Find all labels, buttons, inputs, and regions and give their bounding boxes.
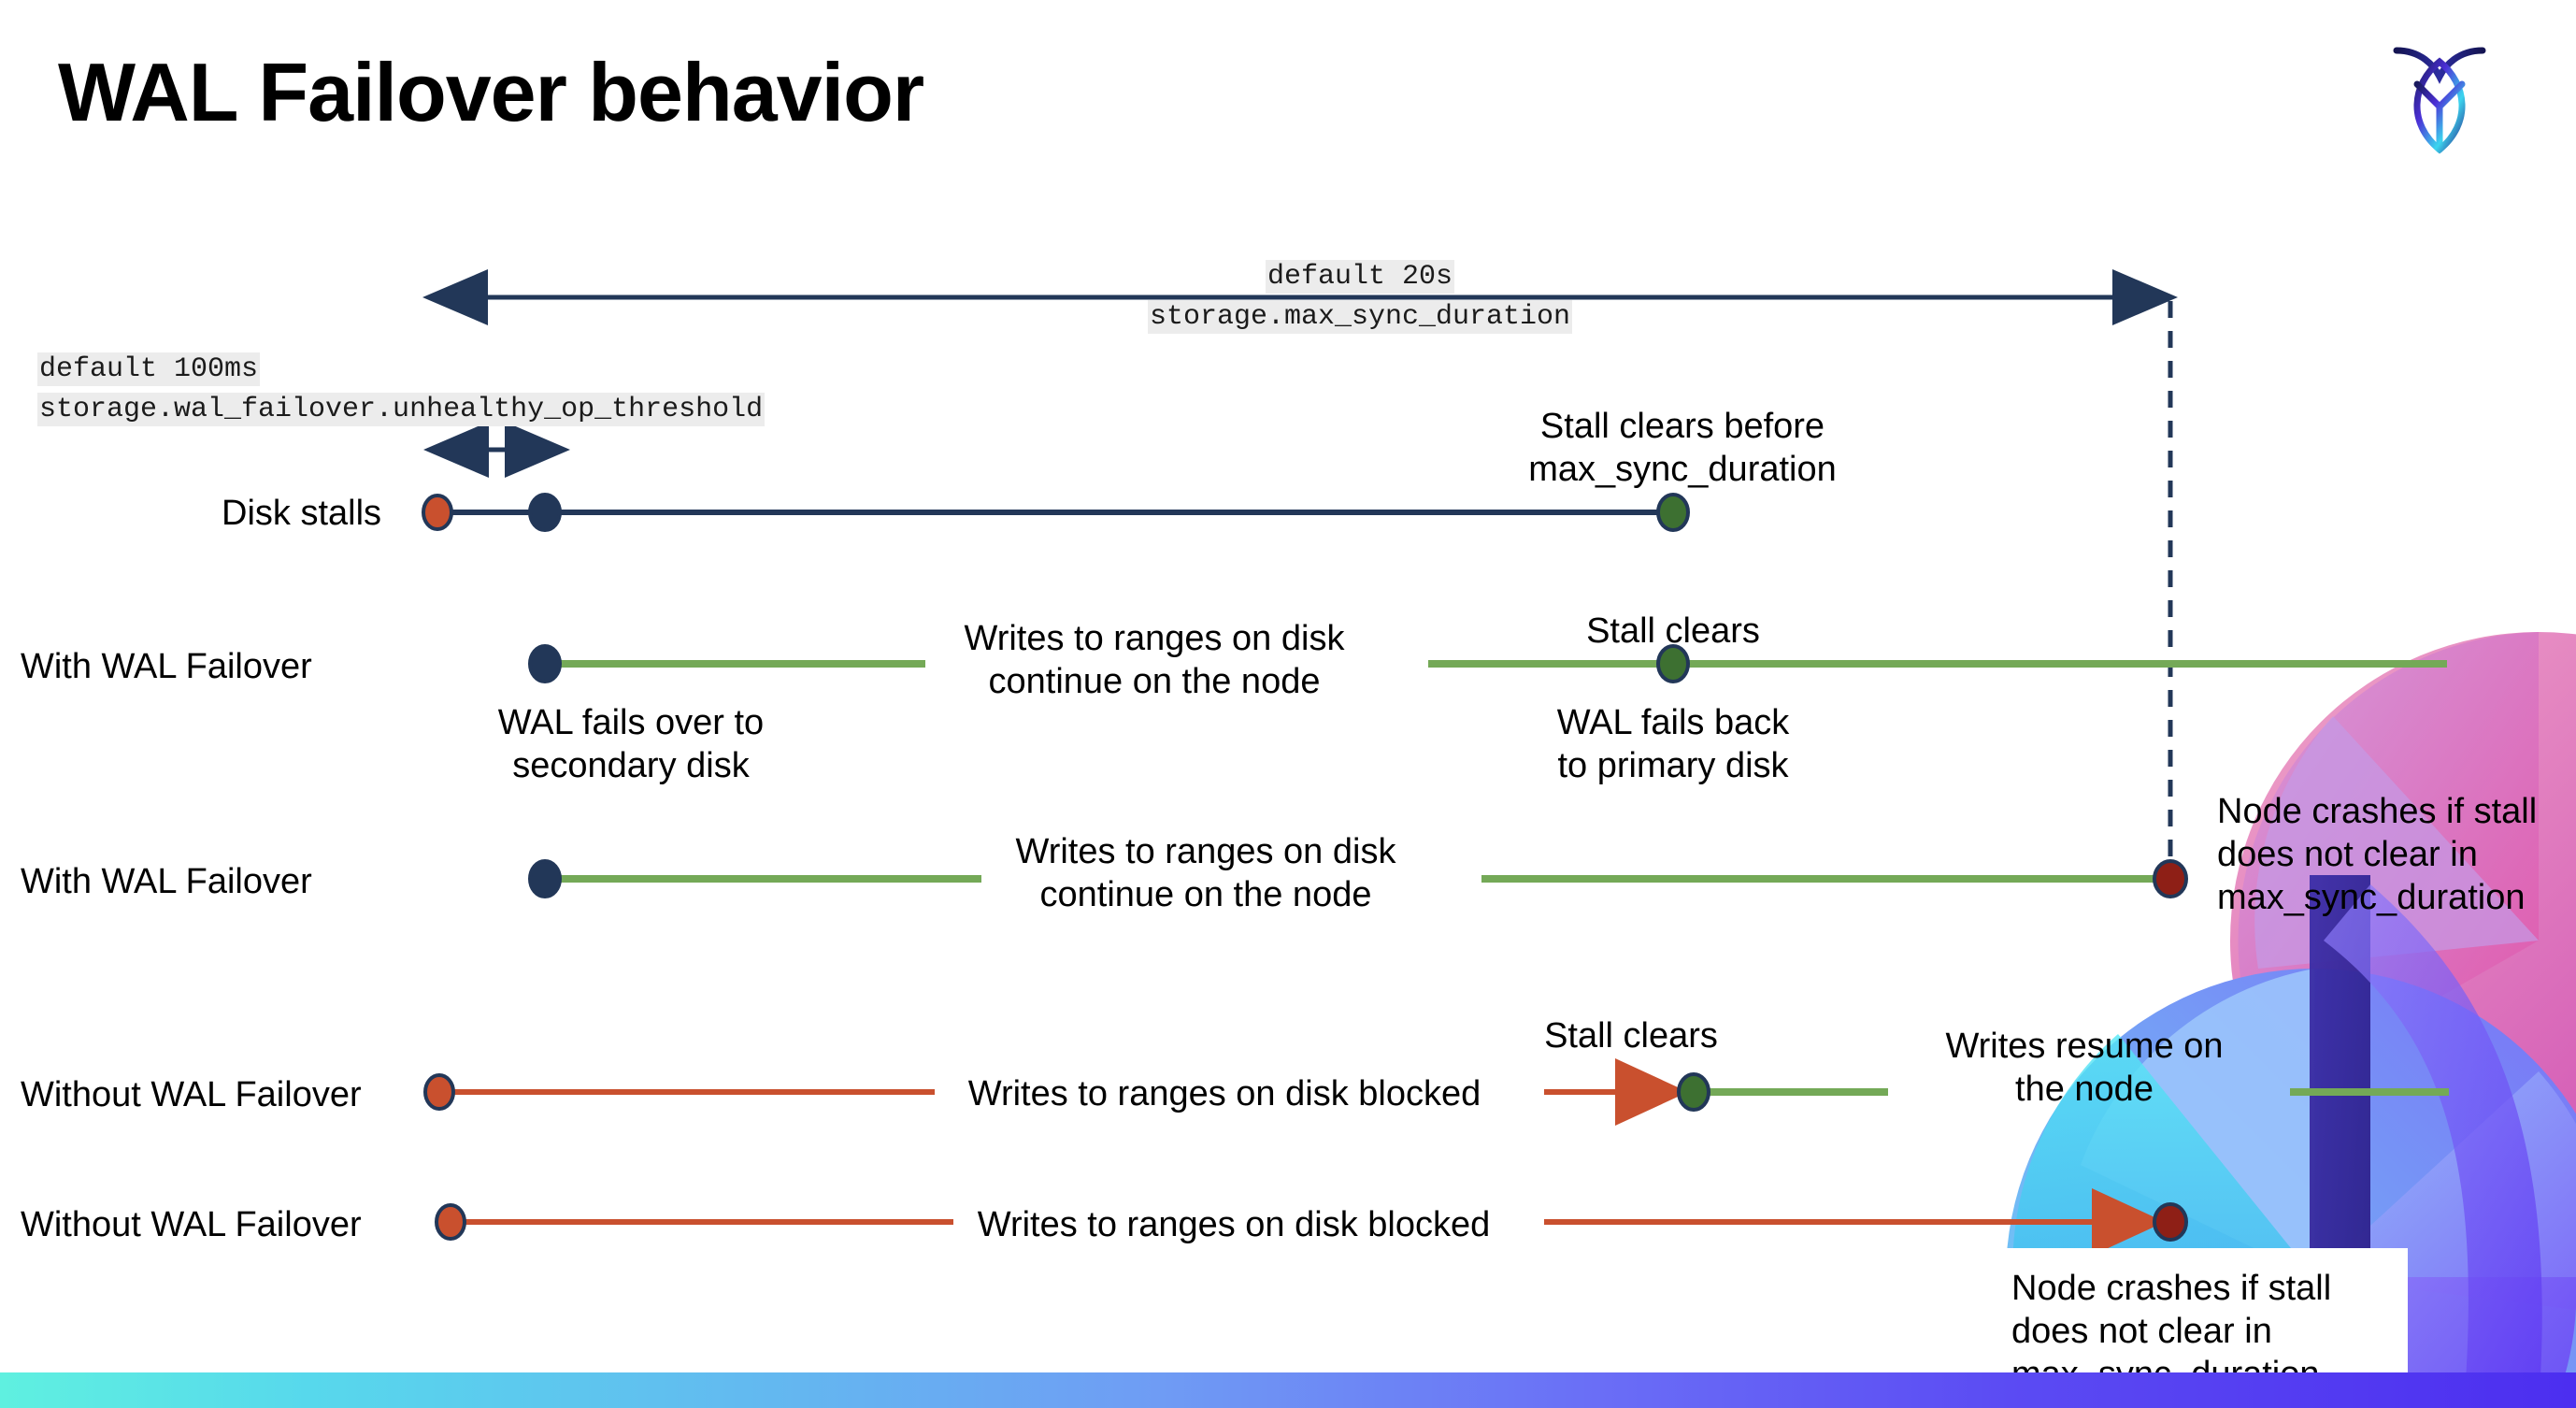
wal-failover-2-start-dot: [528, 859, 562, 898]
page-title: WAL Failover behavior: [58, 46, 924, 138]
without-wal-2-start-dot: [435, 1203, 466, 1241]
note-disk-stalls-clears-before: Stall clears before max_sync_duration: [1528, 407, 1837, 489]
wal-failover-1-start-dot: [528, 644, 562, 683]
note-wal-failover-1-fails-back: WAL fails back to primary disk: [1556, 703, 1790, 785]
note-wal-failover-1-writes-continue: Writes to ranges on disk continue on the…: [964, 619, 1345, 701]
note-wal-failover-1-fails-over: WAL fails over to secondary disk: [497, 703, 765, 785]
wal-failover-2-crash-dot: [2153, 859, 2188, 898]
disk-stalls-threshold-dot: [528, 493, 562, 532]
row-label-disk-stalls: Disk stalls: [222, 494, 382, 533]
max-sync-duration-annotation: default 20s storage.max_sync_duration: [1140, 257, 1580, 338]
note-wal-failover-1-stall-clears: Stall clears: [1586, 611, 1760, 651]
row-label-with-wal-failover-1: With WAL Failover: [21, 647, 312, 686]
row-label-without-wal-failover-2: Without WAL Failover: [21, 1205, 362, 1244]
row-label-with-wal-failover-2: With WAL Failover: [21, 862, 312, 901]
max-sync-duration-default: default 20s: [1265, 260, 1455, 294]
wal-failover-1-clear-dot: [1656, 644, 1690, 683]
unhealthy-op-threshold-annotation: default 100ms storage.wal_failover.unhea…: [37, 350, 766, 430]
footer-gradient-bar: [0, 1372, 2576, 1408]
note-without-wal-1-writes-blocked: Writes to ranges on disk blocked: [967, 1074, 1481, 1113]
disk-stalls-clear-dot: [1656, 493, 1690, 532]
note-wal-failover-2-writes-continue: Writes to ranges on disk continue on the…: [1015, 832, 1396, 914]
disk-stalls-start-dot: [422, 494, 453, 531]
unhealthy-op-threshold-default: default 100ms: [37, 352, 261, 386]
unhealthy-op-threshold-setting: storage.wal_failover.unhealthy_op_thresh…: [37, 393, 766, 426]
note-without-wal-1-writes-resume: Writes resume on the node: [1945, 1027, 2224, 1109]
note-wal-failover-2-node-crashes: Node crashes if stall does not clear in …: [2217, 792, 2538, 917]
cockroachdb-logo-icon: [2393, 47, 2486, 154]
without-wal-1-clear-dot: [1677, 1072, 1710, 1112]
row-label-without-wal-failover-1: Without WAL Failover: [21, 1075, 362, 1114]
without-wal-1-start-dot: [423, 1073, 455, 1111]
note-without-wal-2-writes-blocked: Writes to ranges on disk blocked: [977, 1205, 1491, 1244]
note-without-wal-1-stall-clears: Stall clears: [1544, 1016, 1718, 1056]
max-sync-duration-setting: storage.max_sync_duration: [1147, 300, 1573, 334]
without-wal-2-crash-dot: [2153, 1202, 2188, 1242]
